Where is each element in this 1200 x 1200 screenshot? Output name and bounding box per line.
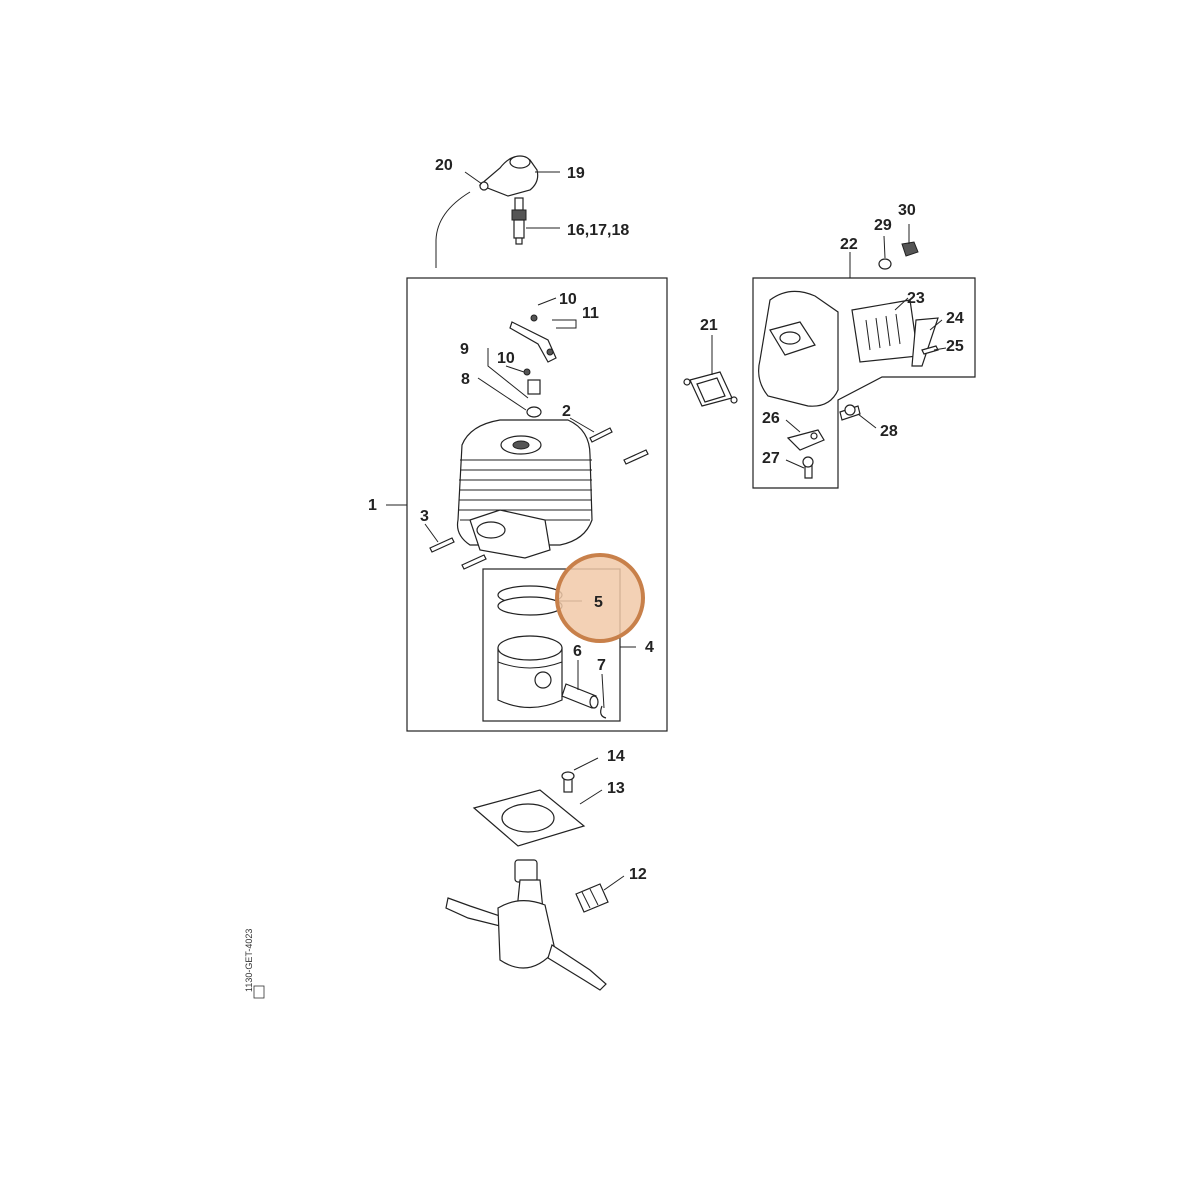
bracket (786, 429, 825, 451)
callout-3[interactable]: 3 (420, 508, 429, 525)
callout-13[interactable]: 13 (607, 780, 625, 797)
cylinder-base-gasket (472, 789, 586, 847)
circlip (600, 705, 607, 719)
bolt (802, 404, 861, 479)
callout-20[interactable]: 20 (435, 157, 453, 174)
spark-plug-boot (435, 155, 539, 268)
callout-8[interactable]: 8 (461, 371, 470, 388)
callout-12[interactable]: 12 (629, 866, 647, 883)
highlight-circle (555, 553, 645, 643)
callout-6[interactable]: 6 (573, 643, 582, 660)
callout-22[interactable]: 22 (840, 236, 858, 253)
callout-26[interactable]: 26 (762, 410, 780, 427)
needle-bearing (575, 883, 609, 913)
crankshaft (445, 859, 607, 991)
callout-24[interactable]: 24 (946, 310, 964, 327)
piston-pin (561, 683, 599, 709)
base-screw (561, 771, 575, 793)
cylinder (456, 419, 593, 559)
muffler (758, 290, 839, 407)
callout-27[interactable]: 27 (762, 450, 780, 467)
callout-14[interactable]: 14 (607, 748, 625, 765)
callout-10-a[interactable]: 10 (559, 291, 577, 308)
callout-10-b[interactable]: 10 (497, 350, 515, 367)
nut (878, 241, 919, 270)
muffler-assembly-frame (752, 277, 976, 489)
callout-25[interactable]: 25 (946, 338, 964, 355)
callout-23[interactable]: 23 (907, 290, 925, 307)
piston-ring (497, 585, 563, 616)
retainer-clip (911, 317, 939, 367)
spark-plug (511, 197, 527, 245)
piston (497, 635, 563, 709)
callout-9[interactable]: 9 (460, 341, 469, 358)
spark-arrestor-screen (851, 299, 919, 363)
document-id: 1130-GET-4023 (244, 929, 254, 992)
document-id-box (253, 985, 265, 999)
exhaust-gasket (683, 371, 738, 407)
decompression-valve (523, 368, 542, 418)
callout-1[interactable]: 1 (368, 497, 377, 514)
decompression-lever (509, 314, 557, 363)
screw (921, 345, 939, 355)
callout-16-17-18[interactable]: 16,17,18 (567, 222, 629, 239)
callout-21[interactable]: 21 (700, 317, 718, 334)
callout-19[interactable]: 19 (567, 165, 585, 182)
callout-28[interactable]: 28 (880, 423, 898, 440)
piston-assembly-frame (482, 568, 621, 722)
callout-11[interactable]: 11 (582, 305, 599, 322)
callout-7[interactable]: 7 (597, 657, 606, 674)
callout-5[interactable]: 5 (594, 594, 603, 611)
stud-bolt (429, 427, 649, 570)
callout-2[interactable]: 2 (562, 403, 571, 420)
callout-29[interactable]: 29 (874, 217, 892, 234)
callout-30[interactable]: 30 (898, 202, 916, 219)
leader-lines (386, 171, 947, 891)
callout-4[interactable]: 4 (645, 639, 654, 656)
